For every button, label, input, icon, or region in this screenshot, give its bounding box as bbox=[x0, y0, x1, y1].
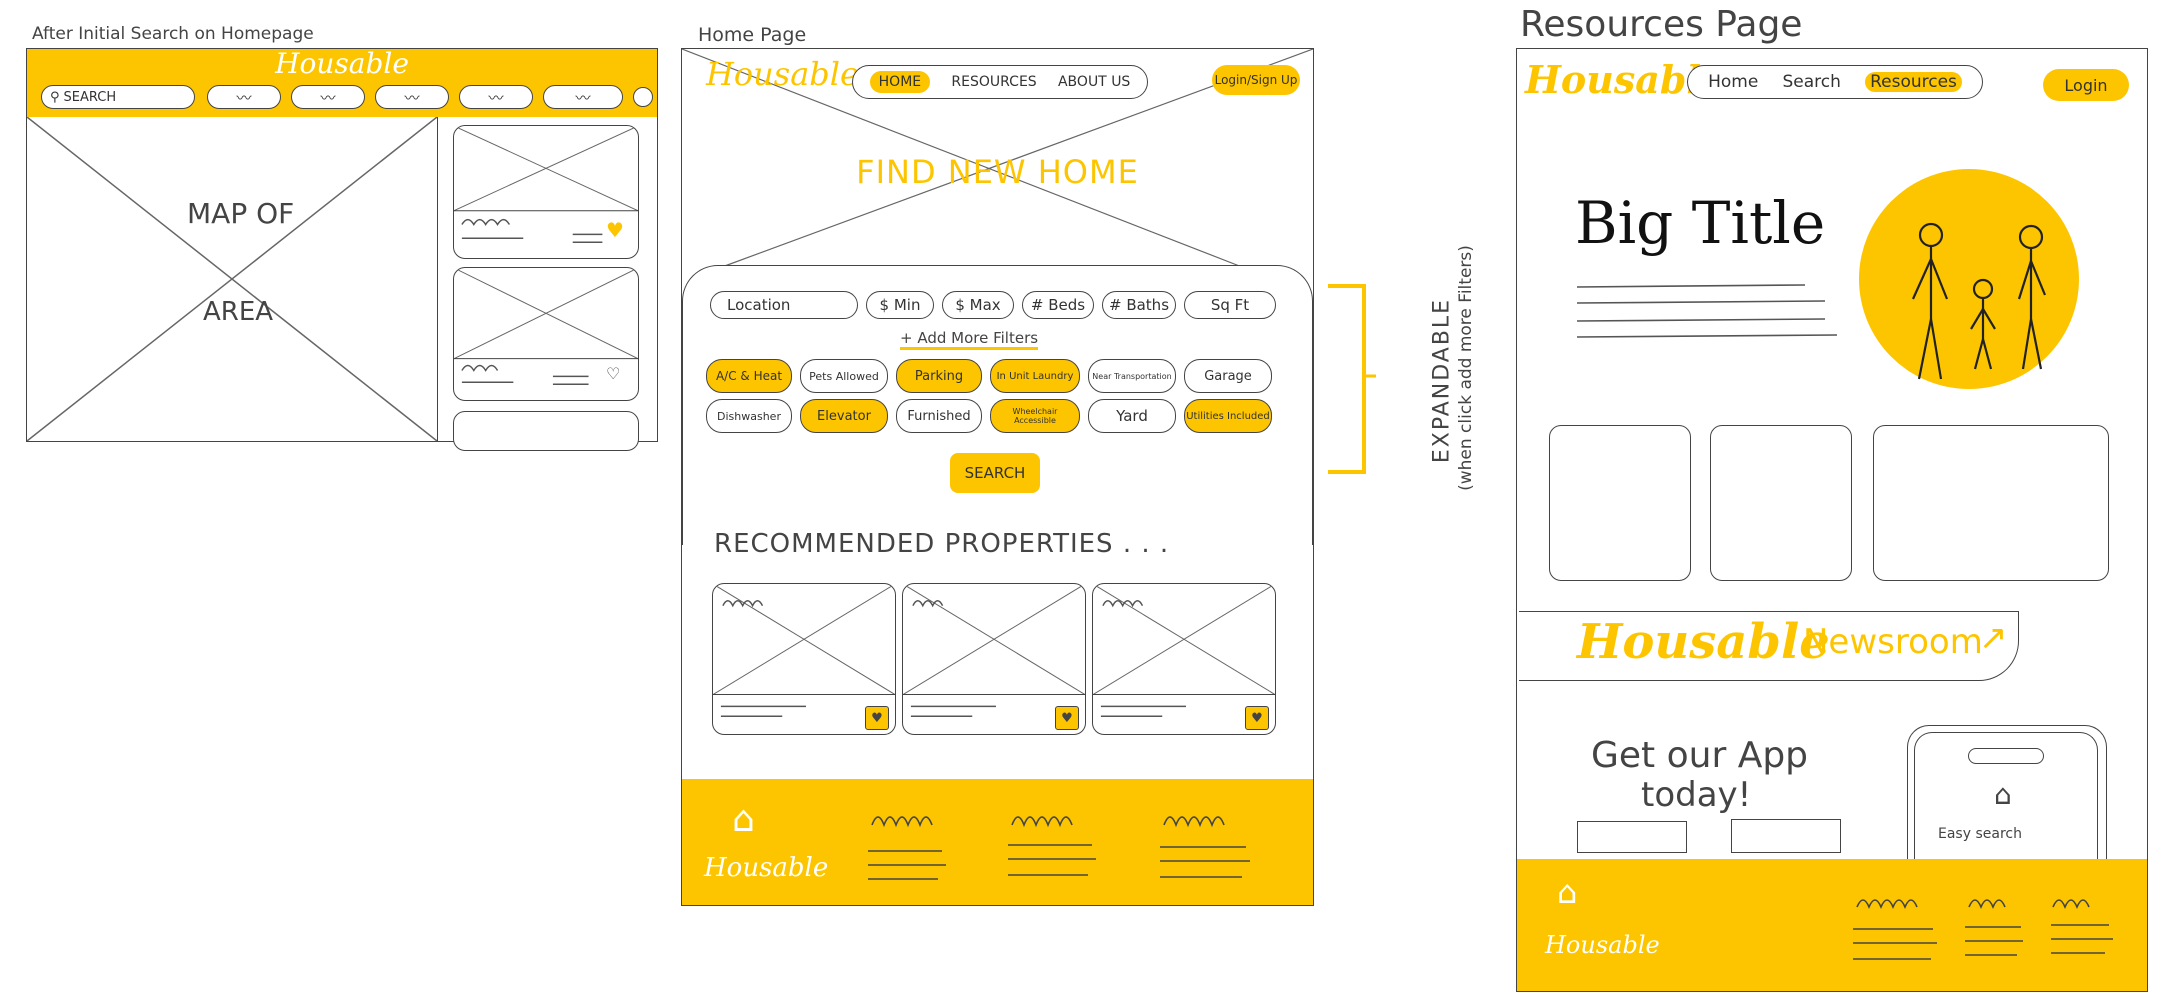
chip-elevator[interactable]: Elevator bbox=[800, 399, 888, 433]
home-footer: ⌂ Housable bbox=[682, 779, 1313, 905]
listing-card-partial[interactable] bbox=[453, 411, 639, 451]
search-filter-pill[interactable]: 〰 bbox=[459, 85, 533, 109]
search-header-bar: Housable ⚲ SEARCH 〰 〰 〰 〰 〰 bbox=[27, 47, 657, 117]
footer-logo: Housable bbox=[1545, 931, 1660, 959]
baths-select[interactable]: # Baths bbox=[1102, 291, 1176, 319]
property-card[interactable]: ♥ bbox=[902, 583, 1086, 735]
search-page-logo: Housable bbox=[275, 47, 409, 80]
heart-icon[interactable]: ♥ bbox=[1055, 706, 1079, 730]
listing-card[interactable]: ♥ bbox=[453, 125, 639, 259]
app-promo-line1: Get our App bbox=[1591, 735, 1809, 776]
resources-page-wireframe: Housable Home Search Resources Login Big… bbox=[1516, 48, 2148, 992]
family-illustration bbox=[1859, 169, 2079, 389]
newsroom-logo: Housable bbox=[1577, 614, 1830, 670]
app-promo-line2: today! bbox=[1641, 775, 1752, 815]
listing-card[interactable]: ♡ bbox=[453, 267, 639, 401]
footer-logo: Housable bbox=[704, 853, 829, 883]
footer-house-icon: ⌂ bbox=[732, 799, 755, 840]
map-label: AREA bbox=[203, 297, 274, 327]
sqft-input[interactable]: Sq Ft bbox=[1184, 291, 1276, 319]
chip-garage[interactable]: Garage bbox=[1184, 359, 1272, 393]
search-filter-pill[interactable]: 〰 bbox=[375, 85, 449, 109]
chip-pets-allowed[interactable]: Pets Allowed bbox=[800, 359, 888, 393]
chip-parking[interactable]: Parking bbox=[896, 359, 982, 393]
arrow-up-right-icon[interactable]: ↗ bbox=[1979, 618, 2008, 658]
search-filter-pill[interactable]: 〰 bbox=[207, 85, 281, 109]
nav-search-link[interactable]: Search bbox=[1782, 72, 1841, 92]
search-icon: ⚲ bbox=[50, 89, 60, 105]
chip-in-unit-laundry[interactable]: In Unit Laundry bbox=[990, 359, 1080, 393]
heart-icon[interactable]: ♡ bbox=[606, 364, 621, 383]
newsroom-banner[interactable]: Housable Newsroom ↗ bbox=[1519, 611, 2019, 681]
price-min-input[interactable]: $ Min bbox=[866, 291, 934, 319]
nav-home-link[interactable]: Home bbox=[1708, 72, 1759, 92]
newsroom-link[interactable]: Newsroom bbox=[1803, 622, 1983, 662]
caption-home-page: Home Page bbox=[698, 24, 807, 46]
phone-mockup: ⌂ Easy search bbox=[1907, 725, 2107, 876]
chip-furnished[interactable]: Furnished bbox=[896, 399, 982, 433]
chip-wheelchair-accessible[interactable]: Wheelchair Accessible bbox=[990, 399, 1080, 433]
resources-footer: ⌂ Housable bbox=[1517, 859, 2147, 991]
heart-icon[interactable]: ♥ bbox=[1245, 706, 1269, 730]
resource-card-wide[interactable] bbox=[1873, 425, 2109, 581]
resources-nav: Home Search Resources bbox=[1687, 65, 1983, 99]
hero-title: FIND NEW HOME bbox=[856, 153, 1139, 191]
nav-home-link[interactable]: HOME bbox=[869, 71, 931, 93]
house-icon: ⌂ bbox=[1994, 778, 2012, 811]
location-input[interactable]: Location bbox=[710, 291, 858, 319]
expandable-note-sub: (when click add more Filters) bbox=[1456, 245, 1476, 491]
big-title: Big Title bbox=[1575, 189, 1826, 257]
expandable-bracket bbox=[1328, 284, 1376, 474]
chip-dishwasher[interactable]: Dishwasher bbox=[706, 399, 792, 433]
resource-card[interactable] bbox=[1710, 425, 1852, 581]
map-label: MAP OF bbox=[187, 197, 295, 230]
google-play-button[interactable] bbox=[1731, 819, 1841, 853]
add-more-filters-link[interactable]: + Add More Filters bbox=[900, 329, 1039, 350]
avatar-icon[interactable] bbox=[633, 87, 653, 107]
home-page-wireframe: Housable HOME RESOURCES ABOUT US Login/S… bbox=[681, 48, 1314, 906]
home-nav: HOME RESOURCES ABOUT US bbox=[852, 65, 1148, 99]
login-button[interactable]: Login bbox=[2043, 69, 2129, 101]
phone-text: Easy search bbox=[1938, 826, 2022, 842]
chip-ac-heat[interactable]: A/C & Heat bbox=[706, 359, 792, 393]
search-results-wireframe: Housable ⚲ SEARCH 〰 〰 〰 〰 〰 MAP OF AREA … bbox=[26, 47, 658, 451]
nav-resources-link[interactable]: Resources bbox=[1865, 72, 1962, 92]
nav-about-link[interactable]: ABOUT US bbox=[1057, 74, 1131, 90]
search-input-text: SEARCH bbox=[63, 89, 117, 105]
expandable-note-title: EXPANDABLE bbox=[1429, 297, 1455, 464]
chip-near-transportation[interactable]: Near Transportation bbox=[1088, 359, 1176, 393]
heart-icon[interactable]: ♥ bbox=[606, 218, 624, 242]
home-logo[interactable]: Housable bbox=[706, 55, 859, 93]
heart-icon[interactable]: ♥ bbox=[865, 706, 889, 730]
search-filter-pill[interactable]: 〰 bbox=[543, 85, 623, 109]
caption-search-page: After Initial Search on Homepage bbox=[32, 24, 314, 44]
login-signup-button[interactable]: Login/Sign Up bbox=[1212, 65, 1300, 95]
search-filter-pill[interactable]: 〰 bbox=[291, 85, 365, 109]
price-max-input[interactable]: $ Max bbox=[942, 291, 1014, 319]
property-card[interactable]: ♥ bbox=[712, 583, 896, 735]
map-area[interactable]: MAP OF AREA bbox=[27, 117, 438, 441]
caption-resources-page: Resources Page bbox=[1520, 4, 1803, 45]
recommended-heading: RECOMMENDED PROPERTIES . . . bbox=[714, 529, 1170, 559]
app-store-button[interactable] bbox=[1577, 821, 1687, 853]
resource-card[interactable] bbox=[1549, 425, 1691, 581]
nav-resources-link[interactable]: RESOURCES bbox=[951, 74, 1037, 90]
chip-utilities-included[interactable]: Utilities Included bbox=[1184, 399, 1272, 433]
property-card[interactable]: ♥ bbox=[1092, 583, 1276, 735]
search-button[interactable]: SEARCH bbox=[950, 453, 1040, 493]
search-input[interactable]: ⚲ SEARCH bbox=[41, 85, 195, 109]
footer-house-icon: ⌂ bbox=[1557, 873, 1578, 911]
chip-yard[interactable]: Yard bbox=[1088, 399, 1176, 433]
beds-select[interactable]: # Beds bbox=[1022, 291, 1094, 319]
phone-speaker bbox=[1968, 748, 2044, 764]
